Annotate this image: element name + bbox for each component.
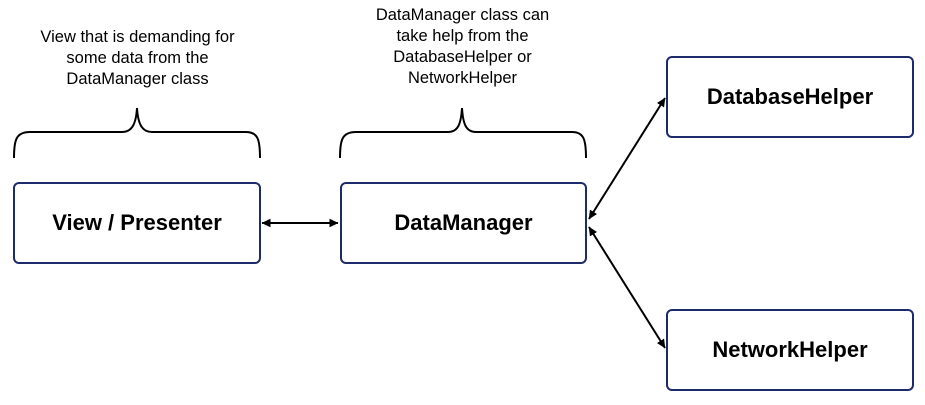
- view-brace: [13, 107, 261, 159]
- view-presenter-label: View / Presenter: [52, 210, 222, 235]
- database-helper-node: DatabaseHelper: [666, 56, 914, 138]
- network-helper-node: NetworkHelper: [666, 309, 914, 391]
- manager-note: DataManager class can take help from the…: [335, 5, 590, 89]
- manager-database-arrow: [588, 97, 666, 220]
- data-manager-label: DataManager: [394, 210, 533, 235]
- view-note-line: DataManager class: [66, 70, 209, 88]
- manager-note-line: DataManager class can: [375, 6, 550, 24]
- manager-brace: [339, 107, 587, 159]
- view-note-line: View that is demanding for: [40, 28, 235, 46]
- view-presenter-node: View / Presenter: [13, 182, 261, 264]
- network-helper-label: NetworkHelper: [712, 337, 868, 362]
- manager-note-line: take help from the: [396, 27, 529, 45]
- manager-network-arrow: [588, 226, 666, 349]
- database-helper-label: DatabaseHelper: [706, 84, 874, 109]
- view-note-line: some data from the: [66, 49, 209, 67]
- manager-note-line: NetworkHelper: [407, 69, 518, 87]
- view-note: View that is demanding for some data fro…: [10, 27, 265, 90]
- data-manager-node: DataManager: [340, 182, 587, 264]
- manager-note-line: DatabaseHelper or: [393, 48, 532, 66]
